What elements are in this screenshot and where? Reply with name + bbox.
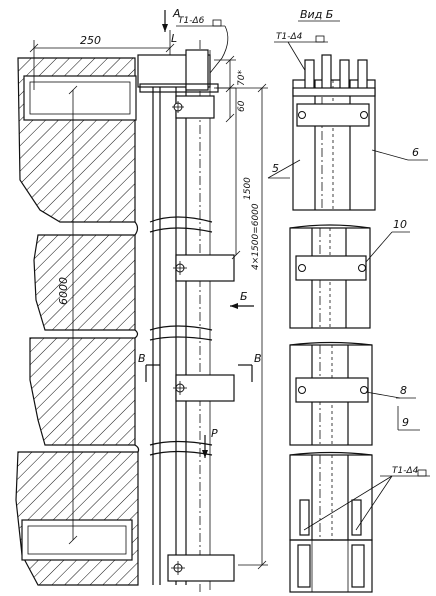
wall-section-3 <box>29 337 136 446</box>
right-column-seg-1 <box>292 54 376 211</box>
right-column-seg-2 <box>289 224 371 329</box>
weld-right-top-label: Т1-Δ4 <box>276 32 303 42</box>
wall-section-2 <box>33 234 136 331</box>
left-column <box>137 40 219 592</box>
view-a-marker: A L <box>162 7 181 45</box>
callout-8-label: 8 <box>400 384 407 397</box>
weld-right-bottom-label: Т1-Δ4 <box>392 466 419 476</box>
bracket-1 <box>172 95 215 119</box>
dim-70-label: 70* <box>237 70 247 86</box>
dim-1500-total: 1500 4×1500=6000 <box>216 83 268 570</box>
callout-6: 6 <box>371 146 428 161</box>
force-p-label: Р <box>211 427 218 440</box>
view-b-arrow: Б <box>230 290 254 309</box>
weld-callout-right-top: Т1-Δ4 <box>274 32 328 93</box>
weld-top-label: Т1-Δ6 <box>178 16 205 26</box>
view-b-title: Вид Б <box>300 8 333 21</box>
right-column-seg-3 <box>289 341 373 446</box>
dim-6000-label: 6000 <box>57 277 70 305</box>
letter-l-label: L <box>171 32 177 45</box>
view-b-arrow-label: Б <box>240 290 248 303</box>
callout-10-label: 10 <box>393 218 407 231</box>
dim-total-label: 4×1500=6000 <box>251 203 261 270</box>
callout-9-label: 9 <box>402 416 409 429</box>
callout-5: 5 <box>267 159 301 179</box>
section-b-marker: В В <box>138 352 262 382</box>
wall-section-4 <box>15 451 139 586</box>
force-p-arrow: Р <box>202 427 218 458</box>
break-lines <box>134 221 140 453</box>
dim-250: 250 <box>29 30 175 90</box>
view-a-label: A <box>172 7 181 20</box>
callout-8-9: 8 9 <box>365 384 420 431</box>
right-column-seg-4 <box>289 451 373 593</box>
callout-6-label: 6 <box>412 146 419 159</box>
bracket-2 <box>173 254 235 282</box>
section-b-right-label: В <box>254 352 262 365</box>
callout-10: 10 <box>365 218 410 263</box>
weld-callout-right-bottom: Т1-Δ4 <box>303 466 430 531</box>
weld-callout-top: Т1-Δ6 <box>176 16 229 79</box>
dim-60-label: 60 <box>237 100 247 112</box>
section-b-left-label: В <box>138 352 146 365</box>
callout-5-label: 5 <box>272 162 279 175</box>
dim-1500-label: 1500 <box>243 177 253 200</box>
dim-60-70: 70* 60 <box>214 55 247 123</box>
dim-250-label: 250 <box>80 34 101 47</box>
bracket-3 <box>173 374 235 402</box>
column-breaks <box>149 216 213 456</box>
dim-6000-left: 6000 <box>57 85 78 545</box>
wall-section-1 <box>17 57 137 223</box>
bracket-4 <box>167 554 235 582</box>
